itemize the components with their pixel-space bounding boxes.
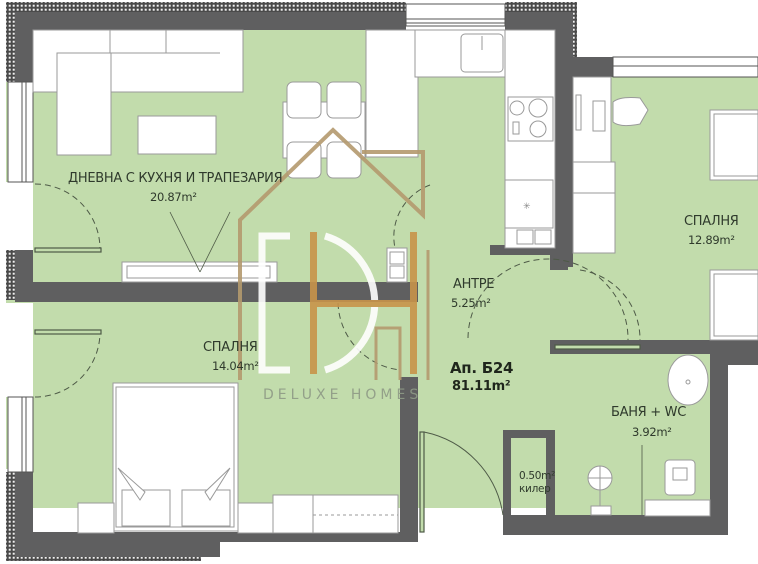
leader-lines [169, 211, 643, 515]
svg-text:✳: ✳ [523, 202, 531, 212]
room-name-hallway: АНТРЕ [453, 277, 495, 292]
walls [15, 12, 758, 557]
door-leaves [34, 247, 641, 533]
furniture: ✳ [32, 29, 758, 534]
room-name-storage: килер [519, 483, 551, 495]
logo-watermark [238, 127, 430, 380]
room-area-storage: 0.50m² [519, 470, 556, 482]
brand-watermark: DELUXE HOMES [263, 387, 423, 403]
room-name-bedroom-east: СПАЛНЯ [684, 214, 739, 229]
room-name-living: ДНЕВНА С КУХНЯ И ТРАПЕЗАРИЯ [68, 171, 283, 186]
room-area-bedroom-east: 12.89m² [688, 233, 735, 247]
room-area-bedroom-west: 14.04m² [212, 359, 259, 373]
apartment-total-area: 81.11m² [452, 379, 511, 394]
room-area-bathroom: 3.92m² [632, 425, 672, 439]
room-area-living: 20.87m² [150, 190, 197, 204]
room-name-bedroom-west: СПАЛНЯ [203, 340, 258, 355]
apartment-name: Ап. Б24 [450, 359, 514, 377]
room-area-hallway: 5.25m² [451, 296, 491, 310]
windows [7, 3, 758, 473]
entry-door-swing [423, 431, 504, 516]
door-swings [34, 183, 641, 398]
room-name-bathroom: БАНЯ + WC [611, 405, 687, 420]
